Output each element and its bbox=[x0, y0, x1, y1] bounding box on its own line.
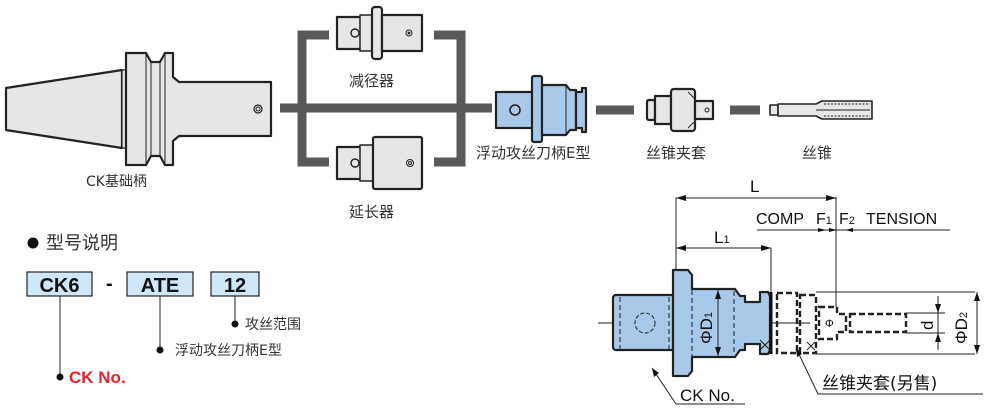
svg-text:Φ: Φ bbox=[825, 318, 834, 330]
base-holder-label: CK基础柄 bbox=[86, 173, 147, 190]
ck-no-callout: CK No. bbox=[680, 386, 735, 405]
svg-text:ATE: ATE bbox=[141, 275, 180, 297]
model-code-ate: ATE bbox=[126, 271, 194, 297]
ck-base-holder bbox=[4, 51, 273, 167]
floating-tap-holder-label: 浮动攻丝刀柄E型 bbox=[476, 144, 590, 162]
model-code-12: 12 bbox=[210, 271, 260, 297]
dim-F1: F1 bbox=[816, 211, 832, 228]
bullet-icon bbox=[231, 320, 239, 328]
code-separator: - bbox=[106, 273, 113, 295]
extension-part bbox=[335, 135, 424, 191]
dim-F2: F2 bbox=[839, 211, 855, 228]
dim-d: d bbox=[918, 321, 937, 330]
model-heading: 型号说明 bbox=[46, 233, 118, 254]
dim-comp: COMP bbox=[756, 211, 804, 228]
tap-tool bbox=[769, 100, 873, 120]
tap-collet-label: 丝锥夹套 bbox=[646, 144, 706, 162]
extension-label: 延长器 bbox=[349, 203, 394, 221]
model-code-ck6: CK6 bbox=[26, 271, 93, 297]
dim-D2: ΦD2 bbox=[952, 312, 971, 344]
dimension-drawing: Φ L L1 COMP F1 F2 TENSION ΦD1 bbox=[598, 177, 983, 405]
reducer-part bbox=[335, 5, 424, 61]
tap-collet bbox=[645, 87, 715, 133]
svg-text:12: 12 bbox=[224, 275, 246, 297]
dim-tension: TENSION bbox=[866, 211, 937, 228]
dim-L: L bbox=[750, 177, 759, 196]
heading-bullet-icon bbox=[27, 237, 39, 249]
ck-no-meaning: CK No. bbox=[69, 368, 126, 387]
bullet-icon bbox=[156, 346, 164, 354]
branch-connector bbox=[280, 30, 492, 167]
collet-callout: 丝锥夹套(另售) bbox=[822, 374, 937, 394]
ate-meaning: 浮动攻丝刀柄E型 bbox=[175, 343, 282, 359]
dim-L1: L1 bbox=[714, 228, 730, 247]
tap-label: 丝锥 bbox=[802, 144, 832, 162]
bullet-icon bbox=[56, 373, 64, 381]
svg-text:CK6: CK6 bbox=[39, 275, 79, 297]
dim-D1: ΦD1 bbox=[697, 312, 716, 344]
range-meaning: 攻丝范围 bbox=[245, 316, 301, 333]
reducer-label: 减径器 bbox=[349, 72, 394, 90]
floating-tap-holder bbox=[494, 74, 588, 144]
